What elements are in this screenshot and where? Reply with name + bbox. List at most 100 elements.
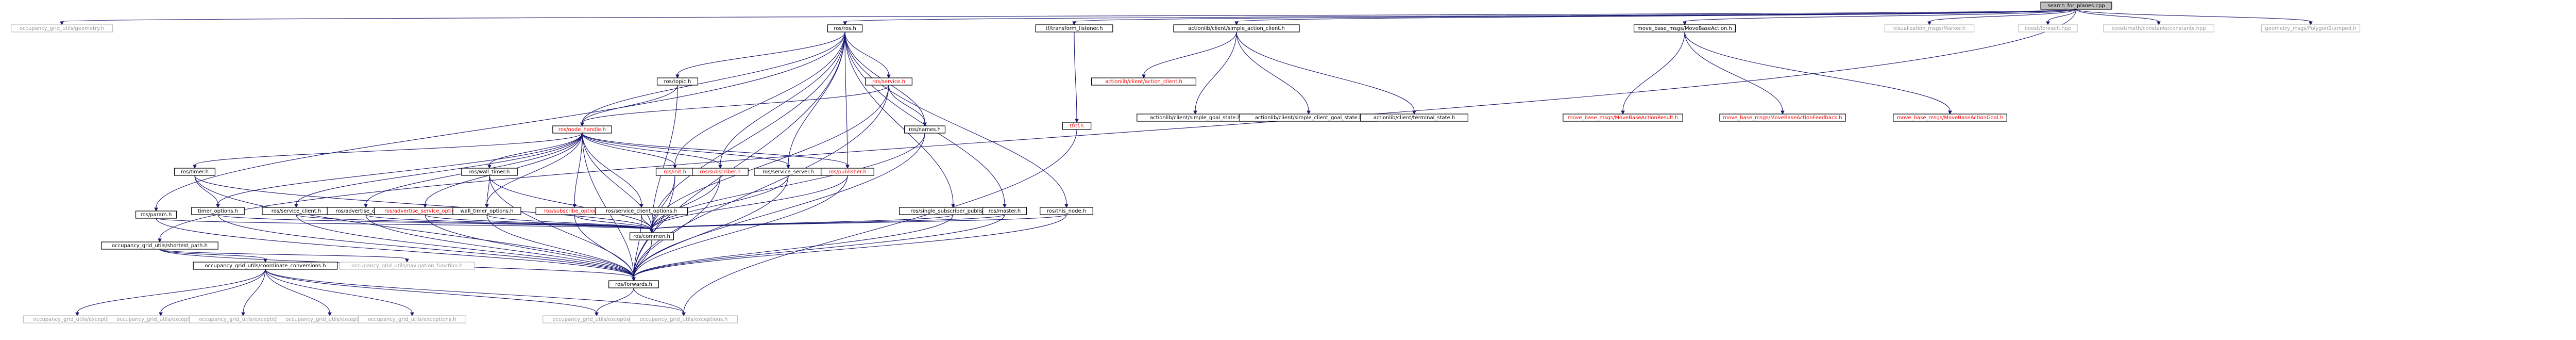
- node-n30[interactable]: ros/service_client.h: [262, 207, 331, 215]
- node-n2[interactable]: ros/ros.h: [827, 24, 863, 33]
- edge-n0-n5: [1683, 9, 2077, 26]
- node-box: [2103, 24, 2214, 33]
- node-box: [1719, 114, 1846, 122]
- node-box: [1633, 24, 1736, 33]
- node-n19[interactable]: move_base_msgs/MoveBaseActionResult.h: [1563, 114, 1683, 122]
- node-box: [2040, 2, 2112, 10]
- node-n33[interactable]: wall_timer_options.h: [452, 207, 521, 215]
- node-n8[interactable]: boost/math/constants/constants.hpp: [2103, 24, 2214, 33]
- node-n26[interactable]: ros/service_server.h: [754, 168, 823, 176]
- node-box: [630, 315, 738, 323]
- node-box: [595, 207, 688, 215]
- edge-n13-n22: [193, 133, 583, 169]
- node-n24[interactable]: ros/init.h: [655, 168, 694, 176]
- node-box: [865, 77, 912, 86]
- edge-n23-n33: [485, 175, 490, 208]
- node-n12[interactable]: ros/names.h: [904, 125, 946, 134]
- node-n43[interactable]: ros/forwards.h: [608, 280, 659, 288]
- node-n15[interactable]: actionlib/client/action_client.h: [1091, 77, 1197, 86]
- edge-n3-n14: [1074, 31, 1079, 123]
- edge-n13-n30: [294, 133, 583, 208]
- node-box: [2261, 24, 2361, 33]
- node-n14[interactable]: tf/tf.h: [1062, 122, 1092, 130]
- node-n22[interactable]: ros/timer.h: [174, 168, 216, 176]
- edge-n12-n40: [650, 133, 925, 234]
- node-n46[interactable]: occupancy_grid_utils/exceptions.h: [189, 315, 297, 323]
- edge-n41-n47: [265, 269, 332, 317]
- edge-n2-n11: [675, 31, 845, 79]
- node-n37[interactable]: ros/master.h: [982, 207, 1027, 215]
- edge-n13-n29: [216, 133, 583, 208]
- edge-n37-n43: [632, 214, 1005, 282]
- node-n25[interactable]: ros/subscriber.h: [692, 168, 749, 176]
- edge-n4-n18: [1236, 31, 1416, 115]
- node-box: [827, 24, 863, 33]
- edge-n13-n23: [487, 133, 583, 169]
- node-label: ros/publisher.h: [828, 169, 867, 175]
- node-label: ros/this_node.h: [1047, 208, 1086, 214]
- node-label: ros/subscribe_options.h: [544, 208, 605, 214]
- edge-n43-n49: [595, 287, 634, 317]
- node-label: ros/param.h: [141, 212, 172, 218]
- node-label: actionlib/client/simple_client_goal_stat…: [1255, 115, 1363, 121]
- node-n23[interactable]: ros/wall_timer.h: [461, 168, 518, 176]
- node-box: [358, 315, 466, 323]
- node-label: occupancy_grid_utils/exceptions.h: [639, 317, 727, 322]
- node-label: boost/math/constants/constants.hpp: [2111, 26, 2206, 31]
- edge-n5-n19: [1621, 31, 1685, 115]
- node-n50[interactable]: occupancy_grid_utils/exceptions.h: [630, 315, 738, 323]
- node-n16[interactable]: actionlib/client/simple_goal_state.h: [1137, 114, 1254, 122]
- node-n20[interactable]: move_base_msgs/MoveBaseActionFeedback.h: [1719, 114, 1846, 122]
- node-n4[interactable]: actionlib/client/simple_action_client.h: [1173, 24, 1300, 33]
- node-n41[interactable]: occupancy_grid_utils/coordinate_conversi…: [193, 262, 338, 270]
- node-n10[interactable]: ros/service.h: [865, 77, 912, 86]
- node-box: [904, 125, 946, 134]
- node-n39[interactable]: occupancy_grid_utils/shortest_path.h: [101, 241, 218, 250]
- node-label: timer_options.h: [198, 208, 238, 214]
- node-n38[interactable]: ros/this_node.h: [1040, 207, 1093, 215]
- edge-n38-n40: [650, 214, 1067, 234]
- edge-n22-n29: [194, 175, 220, 208]
- node-n7[interactable]: boost/foreach.hpp: [2018, 24, 2078, 33]
- node-n18[interactable]: actionlib/client/terminal_state.h: [1360, 114, 1468, 122]
- node-n28[interactable]: ros/param.h: [135, 211, 177, 219]
- node-n3[interactable]: tf/transform_listener.h: [1035, 24, 1113, 33]
- node-box: [692, 168, 749, 176]
- node-n21[interactable]: move_base_msgs/MoveBaseActionGoal.h: [1893, 114, 2007, 122]
- node-n17[interactable]: actionlib/client/simple_client_goal_stat…: [1239, 114, 1378, 122]
- edge-n41-n48: [265, 269, 414, 317]
- node-label: move_base_msgs/MoveBaseActionGoal.h: [1897, 115, 2003, 121]
- node-n5[interactable]: move_base_msgs/MoveBaseAction.h: [1633, 24, 1736, 33]
- node-label: occupancy_grid_utils/exceptions.h: [285, 317, 374, 322]
- node-n11[interactable]: ros/topic.h: [656, 77, 699, 86]
- node-box: [1035, 24, 1113, 33]
- edge-n41-n46: [241, 269, 266, 317]
- node-n40[interactable]: ros/common.h: [629, 232, 674, 240]
- node-n0[interactable]: search_for_planes.cpp: [2040, 2, 2112, 10]
- edge-n11-n13: [580, 85, 678, 127]
- node-label: ros/init.h: [664, 169, 686, 175]
- node-n42[interactable]: occupancy_grid_utils/navigation_function…: [339, 262, 475, 270]
- node-box: [552, 125, 612, 134]
- node-box: [1062, 122, 1092, 130]
- edge-n2-n38: [844, 31, 1069, 208]
- edge-n10-n12: [888, 85, 927, 127]
- edge-n0-n6: [1927, 9, 2077, 26]
- node-box: [174, 168, 216, 176]
- node-label: tf/transform_listener.h: [1046, 26, 1103, 31]
- node-n48[interactable]: occupancy_grid_utils/exceptions.h: [358, 315, 466, 323]
- node-n9[interactable]: geometry_msgs/PolygonStamped.h: [2261, 24, 2361, 33]
- node-n6[interactable]: visualization_msgs/Marker.h: [1884, 24, 1975, 33]
- node-n29[interactable]: timer_options.h: [191, 207, 245, 215]
- node-n35[interactable]: ros/service_client_options.h: [595, 207, 688, 215]
- node-label: ros/ros.h: [834, 26, 856, 31]
- edges-layer: [60, 9, 2313, 317]
- node-n27[interactable]: ros/publisher.h: [821, 168, 874, 176]
- node-label: occupancy_grid_utils/geometry.h: [20, 26, 104, 31]
- node-label: tf/tf.h: [1070, 123, 1083, 129]
- node-box: [339, 262, 475, 270]
- node-n1[interactable]: occupancy_grid_utils/geometry.h: [10, 24, 113, 33]
- node-n13[interactable]: ros/node_handle.h: [552, 125, 612, 134]
- node-label: ros/advertise_service_options.h: [384, 208, 465, 214]
